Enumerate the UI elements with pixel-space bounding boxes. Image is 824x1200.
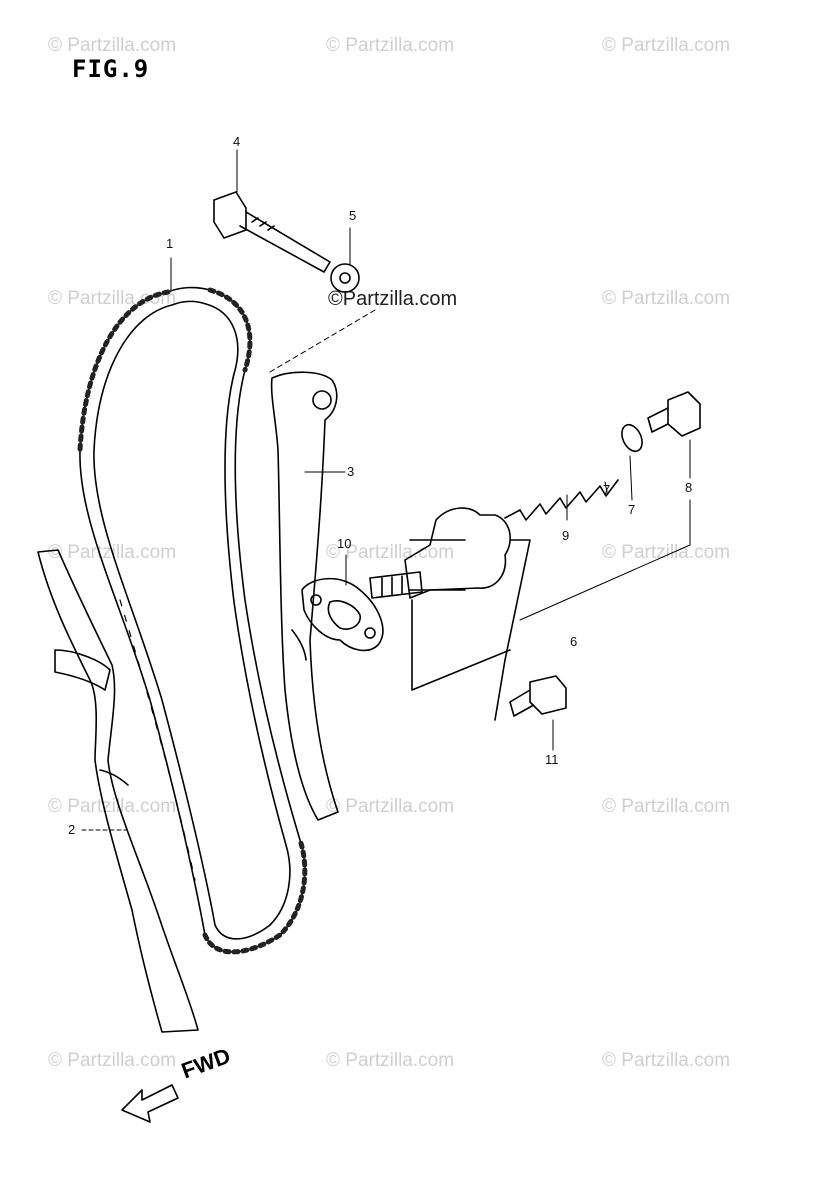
callout-11: 11 [545, 752, 559, 767]
figure-title: FIG.9 [72, 55, 150, 83]
callout-10: 10 [337, 536, 352, 551]
sealing-washer [621, 423, 643, 453]
pivot-bolt [213, 191, 331, 273]
watermark: © Partzilla.com [602, 288, 731, 309]
watermark: © Partzilla.com [48, 35, 177, 56]
callout-3: 3 [347, 464, 355, 479]
watermark: © Partzilla.com [326, 35, 455, 56]
watermark: © Partzilla.com [602, 542, 731, 563]
washer [330, 263, 360, 293]
watermark: © Partzilla.com [602, 35, 731, 56]
mounting-bolt [509, 675, 567, 717]
leader-lines [81, 149, 691, 831]
callout-7: 7 [628, 502, 636, 517]
chain-guide [37, 549, 199, 1033]
watermark: © Partzilla.com [602, 796, 731, 817]
callout-2: 2 [68, 822, 76, 837]
callout-1: 1 [166, 236, 174, 251]
forward-arrow-icon [121, 1084, 179, 1123]
callout-9: 9 [562, 528, 570, 543]
watermark: © Partzilla.com [48, 1050, 177, 1071]
tensioner-arm [270, 371, 339, 821]
watermark: © Partzilla.com [602, 1050, 731, 1071]
callout-4: 4 [233, 134, 241, 149]
callout-6: 6 [570, 634, 578, 649]
tensioner-assembly [369, 507, 531, 721]
callout-7-secondary: 7 [603, 482, 611, 497]
callout-5: 5 [349, 208, 357, 223]
cap-bolt [647, 391, 701, 437]
spring [504, 479, 619, 521]
watermark: © Partzilla.com [48, 796, 177, 817]
watermark: © Partzilla.com [326, 1050, 455, 1071]
gasket [301, 577, 384, 652]
cam-chain [77, 286, 308, 955]
watermark: © Partzilla.com [326, 542, 455, 563]
callout-8: 8 [685, 480, 693, 495]
watermark: ©Partzilla.com [328, 288, 458, 310]
watermark: © Partzilla.com [326, 796, 455, 817]
